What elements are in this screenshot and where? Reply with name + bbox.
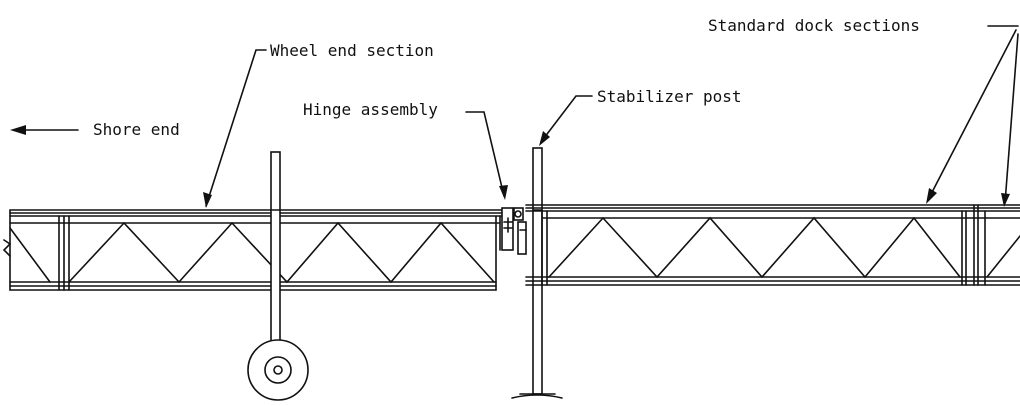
standard-dock-sections-label: Standard dock sections	[708, 16, 920, 35]
leader-lines	[10, 25, 1019, 208]
hinge-assembly-label: Hinge assembly	[303, 100, 438, 119]
wheel-end-section	[2, 209, 503, 291]
stabilizer-post	[511, 147, 563, 399]
stabilizer-post-label: Stabilizer post	[597, 87, 742, 106]
wheel-assembly	[247, 151, 309, 401]
standard-dock-sections	[525, 204, 1020, 286]
hinge-assembly	[501, 207, 527, 255]
shore-end-label: Shore end	[93, 120, 180, 139]
wheel-end-section-label: Wheel end section	[270, 41, 434, 60]
